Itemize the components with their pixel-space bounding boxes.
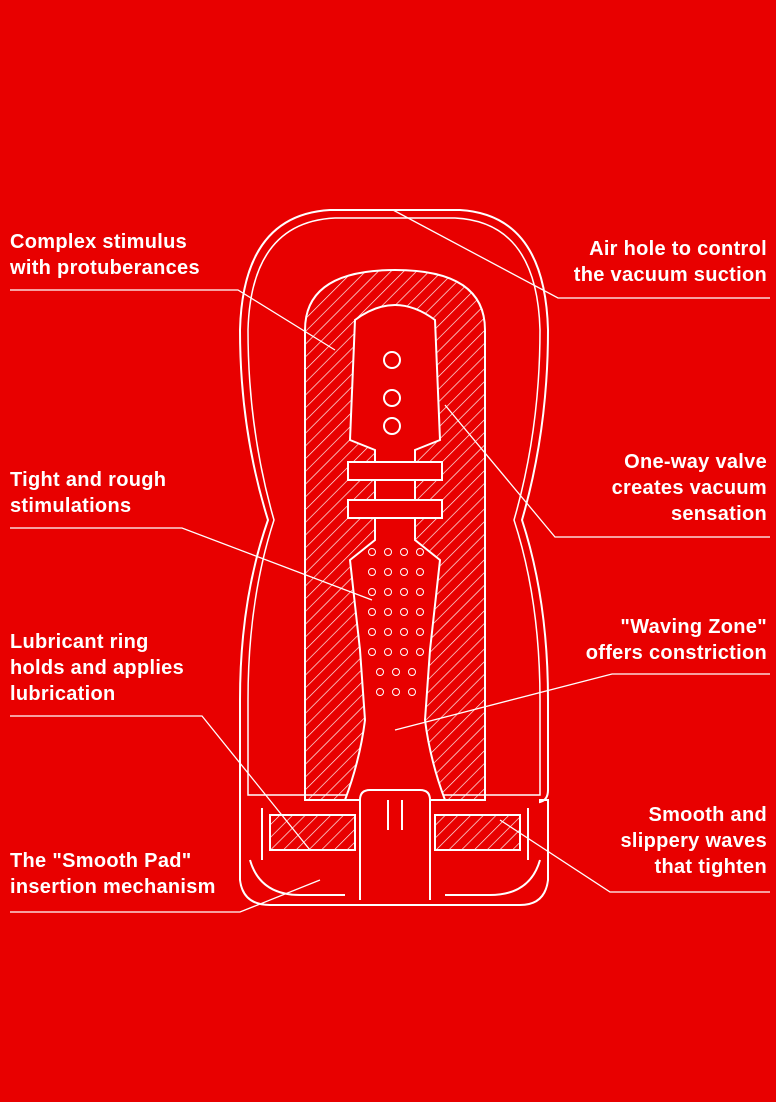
label-line: Smooth and bbox=[648, 804, 767, 826]
label-line: "Waving Zone" bbox=[620, 616, 767, 638]
leader-lines bbox=[10, 209, 770, 913]
label-line: offers constriction bbox=[585, 642, 767, 664]
label-lubricant-ring: Lubricant ring holds and applies lubrica… bbox=[10, 629, 184, 707]
label-line: creates vacuum bbox=[611, 477, 767, 499]
label-air-hole: Air hole to control the vacuum suction bbox=[574, 236, 767, 288]
label-line: Tight and rough bbox=[10, 469, 167, 491]
label-line: Air hole to control bbox=[589, 238, 767, 260]
label-line: Lubricant ring bbox=[10, 631, 149, 653]
label-line: that tighten bbox=[654, 856, 767, 878]
label-line: lubrication bbox=[10, 683, 116, 705]
smooth-pad-right bbox=[434, 814, 521, 851]
label-line: The "Smooth Pad" bbox=[10, 850, 192, 872]
label-line: the vacuum suction bbox=[573, 264, 767, 286]
label-tight-rough: Tight and rough stimulations bbox=[10, 467, 166, 519]
label-smooth-pad: The "Smooth Pad" insertion mechanism bbox=[10, 848, 216, 900]
center-post bbox=[359, 789, 431, 900]
label-waving-zone: "Waving Zone" offers constriction bbox=[586, 614, 767, 666]
inner-shell bbox=[247, 217, 541, 796]
label-line: slippery waves bbox=[620, 830, 767, 852]
label-line: holds and applies bbox=[10, 657, 185, 679]
smooth-pad-left bbox=[269, 814, 356, 851]
label-line: One-way valve bbox=[624, 451, 767, 473]
label-line: insertion mechanism bbox=[10, 876, 216, 898]
label-line: stimulations bbox=[10, 495, 132, 517]
canal bbox=[343, 304, 447, 801]
label-line: with protuberances bbox=[10, 257, 200, 279]
label-complex-stimulus: Complex stimulus with protuberances bbox=[10, 229, 200, 281]
label-line: Complex stimulus bbox=[10, 231, 188, 253]
label-line: sensation bbox=[670, 503, 767, 525]
label-smooth-waves: Smooth and slippery waves that tighten bbox=[620, 802, 767, 880]
label-one-way-valve: One-way valve creates vacuum sensation bbox=[612, 449, 767, 527]
outer-shell bbox=[238, 209, 550, 906]
